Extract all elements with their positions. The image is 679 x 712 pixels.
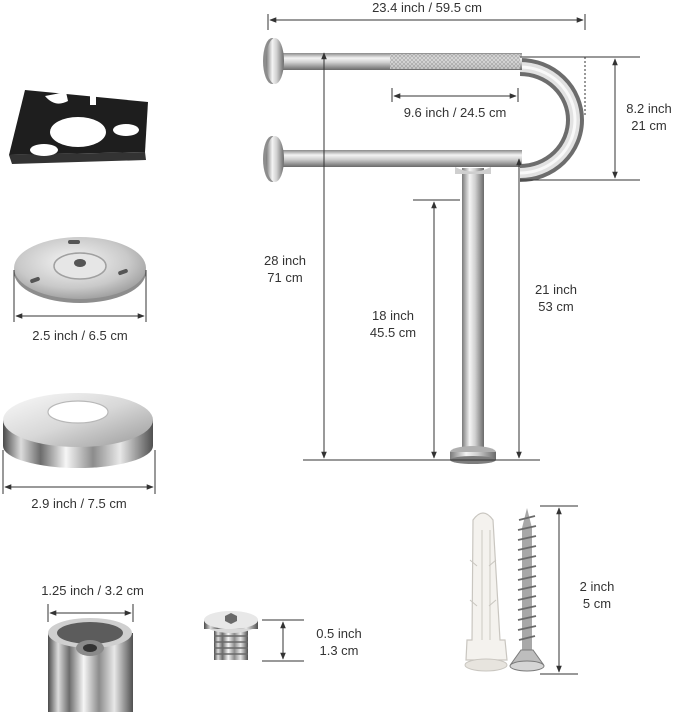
top-height-label: 8.2 inch 21 cm bbox=[614, 100, 679, 134]
screw-length-inch: 2 inch bbox=[579, 579, 615, 594]
tube-diameter-label: 1.25 inch / 3.2 cm bbox=[41, 583, 144, 598]
total-height-cm: 71 cm bbox=[267, 270, 303, 285]
leg-height-label: 18 inch 45.5 cm bbox=[358, 307, 428, 341]
rail-height-cm: 53 cm bbox=[538, 299, 574, 314]
total-width-label: 23.4 inch / 59.5 cm bbox=[372, 0, 482, 15]
bolt-height-label: 0.5 inch 1.3 cm bbox=[306, 625, 372, 659]
rail-height-inch: 21 inch bbox=[535, 282, 577, 297]
plate-diameter-label: 2.5 inch / 6.5 cm bbox=[32, 328, 128, 343]
screw-length-label: 2 inch 5 cm bbox=[570, 578, 624, 612]
top-height-inch: 8.2 inch bbox=[626, 101, 672, 116]
wood-screw-icon bbox=[509, 508, 545, 672]
cover-diameter-label: 2.9 inch / 7.5 cm bbox=[31, 496, 127, 511]
leg-height-inch: 18 inch bbox=[372, 308, 414, 323]
mounting-plate-icon bbox=[14, 237, 146, 303]
leg-height-cm: 45.5 cm bbox=[369, 325, 417, 340]
total-height-inch: 28 inch bbox=[264, 253, 306, 268]
u-shaped-grab-bar-icon bbox=[263, 38, 584, 464]
rubber-gasket-icon bbox=[9, 90, 148, 164]
hex-bolt-icon bbox=[204, 611, 258, 660]
bolt-height-cm: 1.3 cm bbox=[319, 643, 359, 658]
tube-end-icon bbox=[48, 618, 133, 712]
top-height-cm: 21 cm bbox=[631, 118, 667, 133]
bolt-height-inch: 0.5 inch bbox=[316, 626, 362, 641]
cover-ring-icon bbox=[3, 393, 153, 468]
screw-length-cm: 5 cm bbox=[582, 596, 612, 611]
wall-anchor-icon bbox=[464, 512, 508, 672]
total-height-label: 28 inch 71 cm bbox=[250, 252, 320, 286]
dimension-lines bbox=[2, 14, 640, 675]
grip-length-label: 9.6 inch / 24.5 cm bbox=[403, 105, 507, 120]
rail-height-label: 21 inch 53 cm bbox=[521, 281, 591, 315]
